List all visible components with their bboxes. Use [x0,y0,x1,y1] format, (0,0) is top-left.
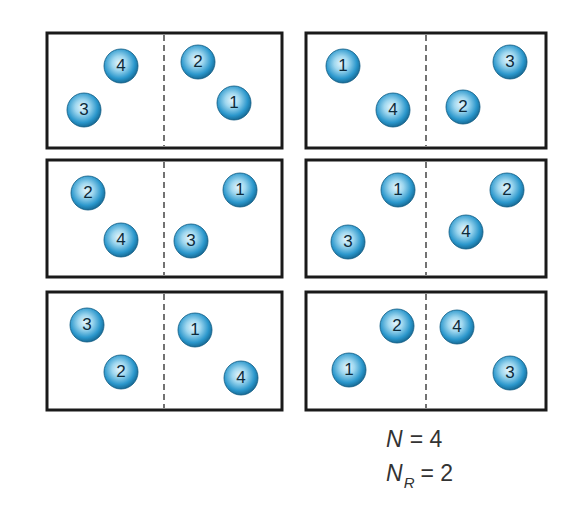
particle-number: 2 [379,308,415,344]
divider-line [425,162,427,275]
particle-number: 3 [66,92,102,128]
particle-ball: 2 [70,175,106,211]
container-box [306,160,546,277]
particle-number: 3 [173,223,209,259]
ball-circle [223,173,257,207]
particle-ball: 4 [103,222,139,258]
particle-ball: 3 [492,44,528,80]
particle-number: 3 [492,44,528,80]
ball-circle [381,173,415,207]
ball-circle [104,223,138,257]
ball-circle [217,86,251,120]
particle-ball: 4 [223,360,259,396]
container-box [306,292,546,410]
ball-circle [376,93,410,127]
ball-circle [493,356,527,390]
particle-ball: 3 [66,92,102,128]
particle-ball: 1 [222,172,258,208]
ball-circle [71,176,105,210]
container-box [306,33,546,148]
particle-ball: 1 [325,48,361,84]
particle-ball: 4 [448,214,484,250]
particle-number: 3 [330,224,366,260]
particle-ball: 2 [489,172,525,208]
ball-circle [67,93,101,127]
particle-number: 1 [331,352,367,388]
particle-ball: 2 [379,308,415,344]
particle-ball: 2 [103,354,139,390]
ball-circle [490,173,524,207]
container-box [47,33,282,148]
ball-circle [178,313,212,347]
particle-number: 4 [103,222,139,258]
particle-number: 4 [375,92,411,128]
ball-circle [224,361,258,395]
subscript-label: R [404,475,415,490]
ball-circle [493,45,527,79]
particle-ball: 1 [216,85,252,121]
particle-ball: 4 [375,92,411,128]
particle-ball: 1 [380,172,416,208]
divider-line [163,35,165,146]
particle-ball: 3 [173,223,209,259]
particle-number: 1 [177,312,213,348]
ball-circle [181,45,215,79]
ball-circle [380,309,414,343]
divider-line [425,294,427,408]
ball-circle [440,310,474,344]
ball-circle [449,215,483,249]
particle-number: 3 [492,355,528,391]
equation-label: N [386,428,403,451]
particle-number: 4 [439,309,475,345]
ball-circle [332,353,366,387]
particle-number: 3 [69,307,105,343]
particle-number: 1 [325,48,361,84]
ball-circle [326,49,360,83]
particle-ball: 4 [439,309,475,345]
particle-ball: 3 [69,307,105,343]
ball-circle [331,225,365,259]
ball-circle [104,49,138,83]
particle-number: 2 [70,175,106,211]
particle-number: 2 [180,44,216,80]
container-box [47,292,282,410]
divider-line [163,294,165,408]
ball-circle [446,90,480,124]
particle-number: 1 [222,172,258,208]
particle-ball: 2 [180,44,216,80]
particle-ball: 1 [177,312,213,348]
ball-circle [174,224,208,258]
particle-ball: 2 [445,89,481,125]
particle-number: 2 [445,89,481,125]
divider-line [425,35,427,146]
container-box [47,160,282,277]
particle-number: 2 [489,172,525,208]
ball-circle [70,308,104,342]
particle-ball: 3 [492,355,528,391]
particle-ball: 3 [330,224,366,260]
particle-number: 2 [103,354,139,390]
particle-number: 4 [223,360,259,396]
particle-ball: 1 [331,352,367,388]
particle-number: 1 [380,172,416,208]
particle-number: 4 [448,214,484,250]
equation-label: N [386,462,403,485]
equation-label: = 2 [420,462,453,485]
ball-circle [104,355,138,389]
equation-label: = 4 [410,428,443,451]
divider-line [163,162,165,275]
particle-ball: 4 [103,48,139,84]
particle-number: 1 [216,85,252,121]
particle-number: 4 [103,48,139,84]
